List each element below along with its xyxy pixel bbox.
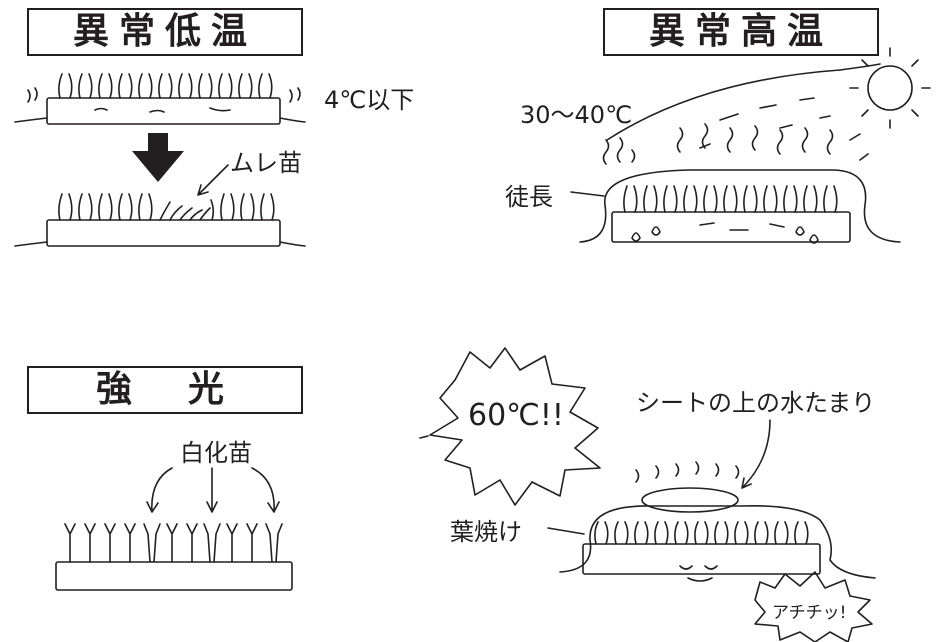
- high-temp-note: 徒長: [505, 183, 553, 211]
- high-temp-title: 異常高温: [603, 8, 879, 56]
- strong-light-tray: [55, 523, 293, 591]
- heat-burst-bubble: [419, 347, 601, 506]
- cry-bubble: [754, 571, 873, 642]
- high-temp-note-pointer: [570, 191, 605, 197]
- strong-light-note: 白化苗: [180, 439, 252, 467]
- cry-text: アチチッ!: [772, 603, 847, 623]
- low-temp-title: 異常低温: [27, 8, 303, 56]
- scorch-note: 葉焼け: [450, 518, 522, 546]
- light-arrows: [146, 467, 280, 513]
- water-puddle: [641, 487, 739, 513]
- high-temp-tray: [611, 185, 851, 244]
- heat-sky-arc: [606, 63, 881, 161]
- sun-icon: [849, 47, 931, 129]
- low-temp-lower-tray: [14, 193, 306, 247]
- tunnel-cover: [579, 169, 901, 243]
- high-temp-label: 30〜40℃: [520, 101, 633, 129]
- low-temp-note-pointer: [197, 164, 229, 196]
- strong-light-title: 強 光: [27, 366, 303, 414]
- low-temp-upper-tray: [14, 73, 306, 125]
- scorch-note-pointer: [547, 527, 585, 535]
- low-temp-label: 4℃以下: [324, 86, 415, 114]
- sheet-cover: [559, 504, 876, 579]
- heat-wave-lines: [602, 123, 834, 165]
- sheet-heat-waves: [635, 461, 740, 483]
- scorched-tray: [582, 521, 821, 582]
- puddle-note-pointer: [741, 419, 771, 489]
- down-arrow-icon: [132, 133, 184, 182]
- heat-burst-text: 60℃!!: [468, 398, 564, 433]
- sheet-puddle-note: シートの上の水たまり: [636, 389, 876, 417]
- low-temp-note: ムレ苗: [230, 149, 302, 177]
